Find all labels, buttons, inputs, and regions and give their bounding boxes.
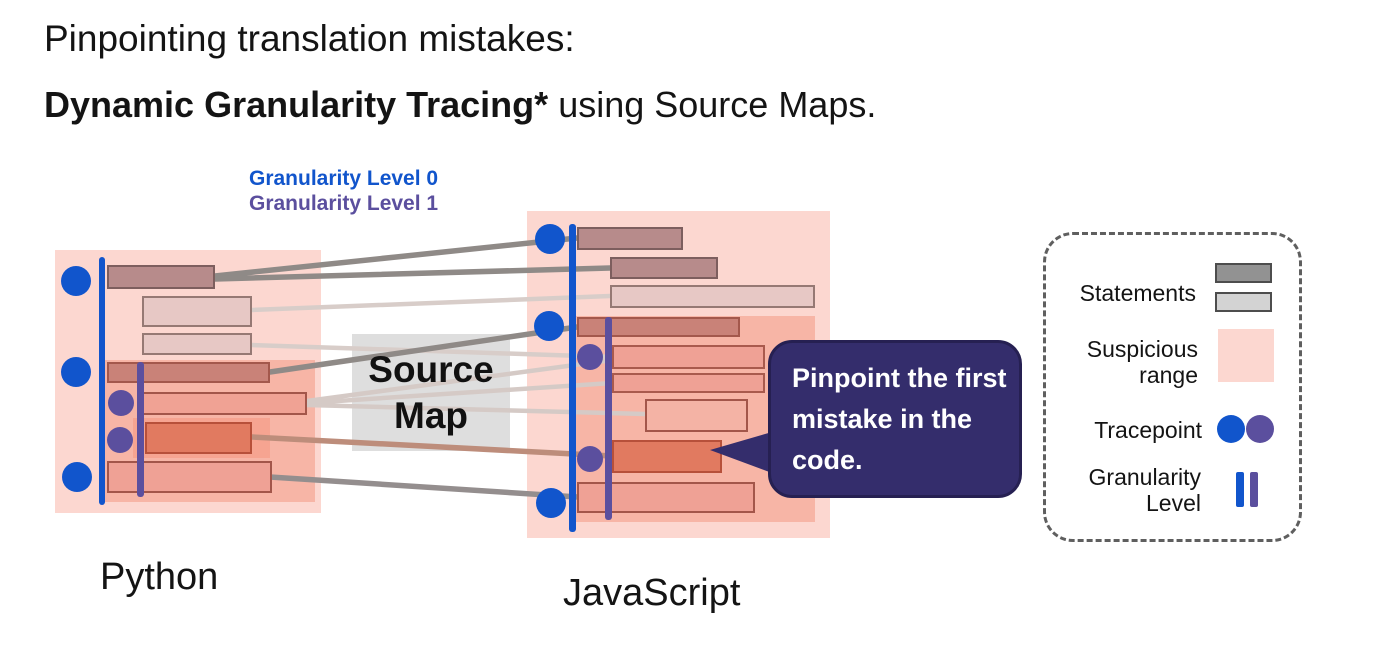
statement-bar-python-3 [107, 362, 270, 383]
tracepoint-javascript-0 [535, 224, 565, 254]
statement-bar-javascript-1 [610, 257, 718, 279]
tracepoint-javascript-1 [534, 311, 564, 341]
callout-text: Pinpoint the first mistake in the code. [792, 362, 1007, 475]
tracepoint-javascript-2 [536, 488, 566, 518]
granularity-level-0-label: Granularity Level 0 [249, 167, 439, 190]
javascript-label: JavaScript [563, 572, 741, 614]
statement-bar-javascript-6 [645, 399, 748, 432]
granularity-line-python-1 [137, 362, 144, 497]
granularity-level-1-label: Granularity Level 1 [249, 192, 439, 215]
legend-statements-label: Statements [1079, 280, 1196, 306]
statement-bar-javascript-2 [610, 285, 815, 308]
tracepoint-python-1 [61, 357, 91, 387]
tracepoint-javascript-3 [577, 344, 603, 370]
statement-bar-python-0 [107, 265, 215, 289]
tracepoint-python-4 [107, 427, 133, 453]
granularity-line-javascript-1 [605, 317, 612, 520]
legend-box [1043, 232, 1302, 542]
callout-bubble: Pinpoint the first mistake in the code. [768, 340, 1022, 498]
granularity-line-javascript-0 [569, 224, 576, 532]
granularity-level1-swatch [1250, 472, 1258, 507]
python-label: Python [100, 556, 219, 598]
tracepoint-javascript-4 [577, 446, 603, 472]
legend-granularity-label: Granularity Level [1088, 464, 1201, 516]
tracepoint-level1-swatch [1246, 415, 1274, 443]
statement-dark-swatch [1215, 263, 1272, 283]
slide-title: Pinpointing translation mistakes: [44, 18, 575, 59]
source-map-label: Source Map [368, 349, 494, 436]
statement-bar-javascript-0 [577, 227, 683, 250]
statement-bar-python-4 [142, 392, 307, 415]
suspicious-range-swatch [1218, 329, 1274, 382]
subtitle-regular-text: using Source Maps. [548, 84, 877, 125]
tracepoint-python-2 [62, 462, 92, 492]
tracepoint-python-3 [108, 390, 134, 416]
callout-tail [710, 432, 772, 473]
statement-bar-python-1 [142, 296, 252, 327]
statement-bar-python-2 [142, 333, 252, 355]
legend-tracepoint-label: Tracepoint [1094, 417, 1202, 443]
statement-bar-javascript-7 [612, 440, 722, 473]
tracepoint-python-0 [61, 266, 91, 296]
statement-bar-javascript-4 [612, 345, 765, 369]
statement-bar-python-5 [145, 422, 252, 454]
granularity-level0-swatch [1236, 472, 1244, 507]
granularity-line-python-0 [99, 257, 105, 505]
statement-bar-javascript-3 [577, 317, 740, 337]
legend-suspicious-label: Suspicious range [1086, 336, 1198, 388]
slide-subtitle: Dynamic Granularity Tracing* using Sourc… [44, 84, 876, 125]
statement-bar-javascript-5 [612, 373, 765, 393]
subtitle-bold-text: Dynamic Granularity Tracing* [44, 84, 549, 125]
statement-bar-javascript-8 [577, 482, 755, 513]
tracepoint-level0-swatch [1217, 415, 1245, 443]
statement-light-swatch [1215, 292, 1272, 312]
statement-bar-python-6 [107, 461, 272, 493]
